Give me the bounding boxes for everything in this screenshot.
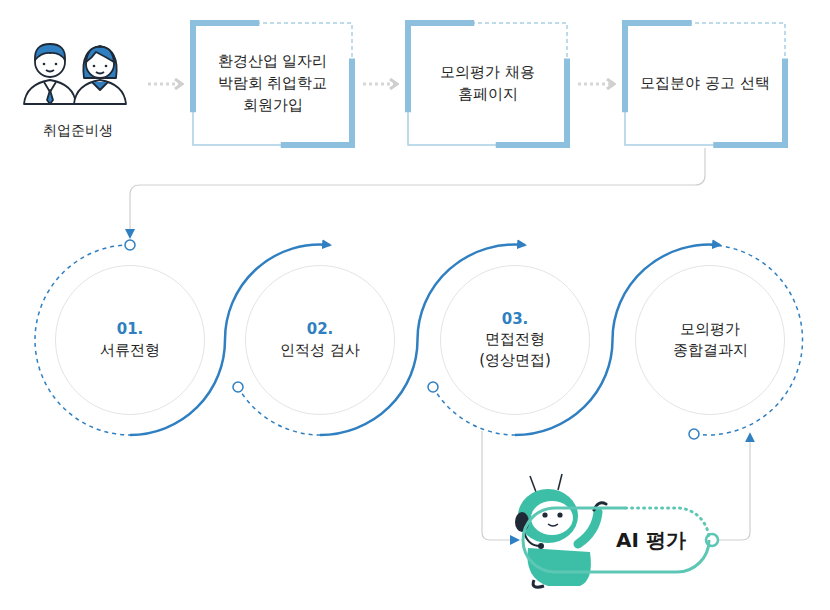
ai-capsule: AI 평가 [520, 505, 712, 575]
step-number: 01. [117, 319, 144, 339]
circle-disc [245, 265, 395, 415]
ring-dot [689, 429, 699, 439]
box-border [193, 23, 352, 145]
box-outline [405, 20, 570, 148]
step-number: 02. [307, 319, 334, 339]
node-label: AI 평가 [616, 527, 686, 554]
step-label: 서류전형 [100, 340, 160, 361]
step-circle: 01.서류전형 [35, 245, 225, 435]
capsule-border [523, 508, 709, 572]
step-label: 면접전형 (영상면접) [471, 329, 559, 371]
person-node: 취업준비생 [15, 35, 140, 140]
step-label: 모의평가 종합결과지 [666, 319, 754, 361]
node-label: 취업준비생 [43, 122, 113, 140]
node-label: 환경산업 일자리 박람회 취업학교 회원가입 [207, 51, 339, 116]
box-border [625, 23, 785, 145]
box-border [625, 23, 692, 112]
ring-dot [125, 240, 135, 250]
step-circle: 02.인적성 검사 [225, 245, 415, 435]
flow-connector [718, 434, 750, 540]
node-label: 모집분야 공고 선택 [640, 73, 770, 95]
step-circle: 모의평가 종합결과지 [615, 245, 805, 435]
robot-illustration [515, 474, 606, 587]
box-border [713, 58, 785, 145]
flow-connector [578, 83, 614, 86]
step-circle: 03.면접전형 (영상면접) [420, 245, 610, 435]
flow-connector [482, 431, 518, 540]
box-border [193, 23, 352, 145]
box-border [625, 23, 785, 145]
ring-dot [233, 382, 243, 392]
flow-connector [148, 83, 182, 86]
step-box: 환경산업 일자리 박람회 취업학교 회원가입 [190, 20, 355, 148]
step-box: 모집분야 공고 선택 [622, 20, 788, 148]
box-border [408, 23, 567, 145]
circle-disc [635, 265, 785, 415]
ring-dot [428, 382, 438, 392]
node-label: 모의평가 채용 홈페이지 [422, 62, 554, 106]
step-box: 모의평가 채용 홈페이지 [405, 20, 570, 148]
people-illustration [24, 44, 126, 104]
flow-connector [363, 83, 397, 86]
step-number: 03. [502, 309, 529, 329]
flow-connector [130, 148, 705, 237]
circle-disc [55, 265, 205, 415]
step-label: 인적성 검사 [280, 340, 360, 361]
box-border [408, 23, 567, 145]
